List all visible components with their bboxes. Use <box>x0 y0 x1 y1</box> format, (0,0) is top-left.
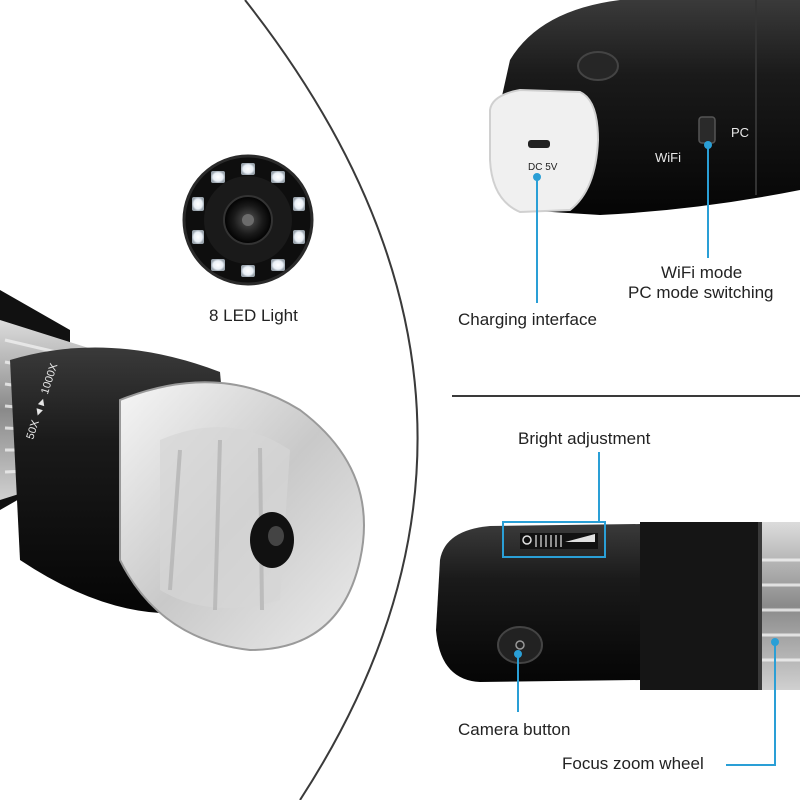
wifi-marking: WiFi <box>655 150 681 165</box>
microscope-main <box>0 290 365 652</box>
camera-button-graphic <box>497 626 543 664</box>
bright-adjustment-label: Bright adjustment <box>518 429 651 448</box>
led-lights <box>192 163 305 277</box>
top-button <box>577 51 619 81</box>
dc-marking: DC 5V <box>528 162 558 173</box>
microscope-back-view <box>489 0 800 215</box>
curved-divider <box>244 0 419 800</box>
focus-zoom-wheel-label: Focus zoom wheel <box>562 754 704 773</box>
pc-marking: PC <box>731 125 749 140</box>
callout-lines <box>502 141 779 766</box>
wifi-mode-label: WiFi mode <box>661 263 743 282</box>
camera-button-label: Camera button <box>458 720 571 739</box>
mode-switch <box>698 116 716 144</box>
led-light-label: 8 LED Light <box>209 306 298 325</box>
charging-interface-label: Charging interface <box>458 310 597 329</box>
pc-mode-switching-label: PC mode switching <box>628 283 774 302</box>
microscope-side-view <box>436 522 800 690</box>
led-ring-view <box>182 154 314 286</box>
